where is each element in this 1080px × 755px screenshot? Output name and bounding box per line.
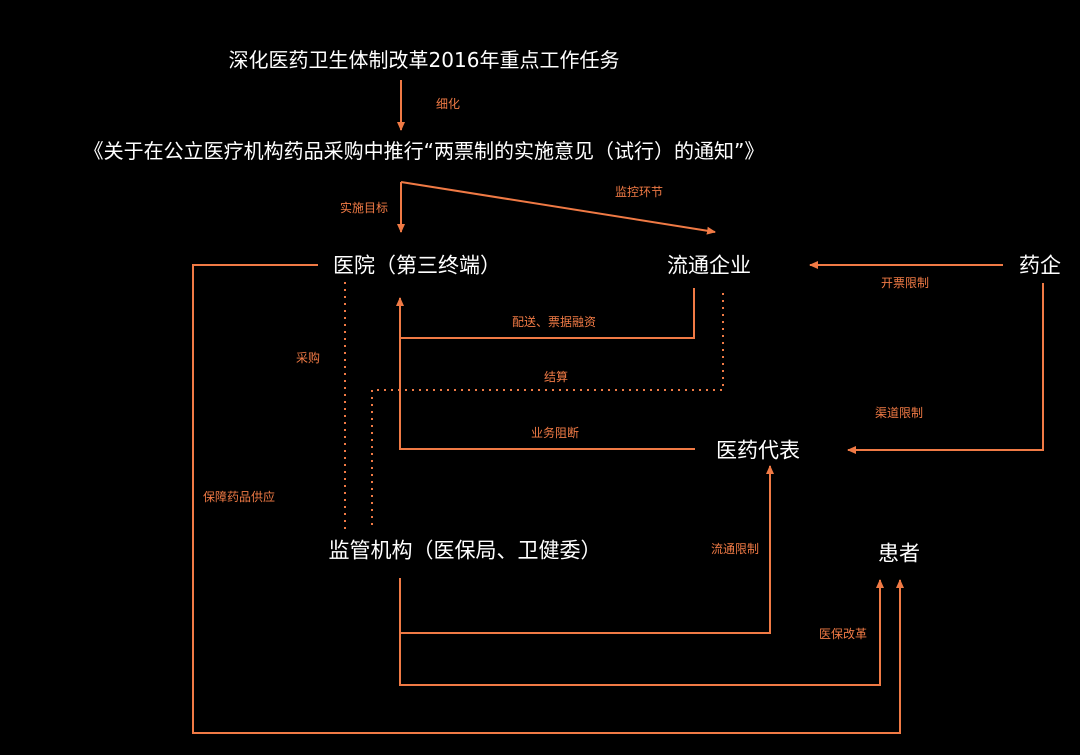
label-impl-target: 实施目标 — [339, 201, 389, 215]
label-insurance-reform: 医保改革 — [818, 627, 868, 641]
label-refine: 细化 — [435, 97, 461, 111]
label-supply-guarantee: 保障药品供应 — [202, 490, 276, 504]
edge-circulation-limit-arrow — [399, 465, 774, 634]
label-business-block: 业务阻断 — [530, 426, 580, 440]
node-pharma: 药企 — [1019, 253, 1061, 278]
node-hospital: 医院（第三终端） — [333, 253, 501, 278]
label-settlement: 结算 — [543, 370, 569, 384]
edge-business-block-arrow — [399, 298, 695, 450]
edge-channel-limit-arrow — [847, 283, 1044, 454]
label-delivery-finance: 配送、票据融资 — [511, 315, 597, 329]
notice-title: 《关于在公立医疗机构药品采购中推行“两票制的实施意见（试行）的通知”》 — [83, 139, 765, 163]
label-circulation-limit: 流通限制 — [710, 542, 760, 556]
edge-supply-guarantee-arrow — [192, 264, 904, 734]
node-patient: 患者 — [878, 541, 920, 566]
edge-settlement-dotted — [371, 293, 724, 530]
label-invoice-limit: 开票限制 — [880, 276, 930, 290]
edge-delivery-finance-arrow — [396, 288, 695, 339]
edge-monitor-link-arrow — [400, 181, 716, 235]
label-monitor-link: 监控环节 — [614, 185, 664, 199]
label-procurement: 采购 — [295, 351, 321, 365]
node-regulator: 监管机构（医保局、卫健委） — [328, 538, 602, 563]
label-channel-limit: 渠道限制 — [874, 406, 924, 420]
node-distributor: 流通企业 — [667, 253, 751, 278]
node-med-rep: 医药代表 — [716, 438, 800, 463]
edge-insurance-reform-arrow — [399, 579, 884, 686]
policy-title: 深化医药卫生体制改革2016年重点工作任务 — [228, 48, 620, 72]
